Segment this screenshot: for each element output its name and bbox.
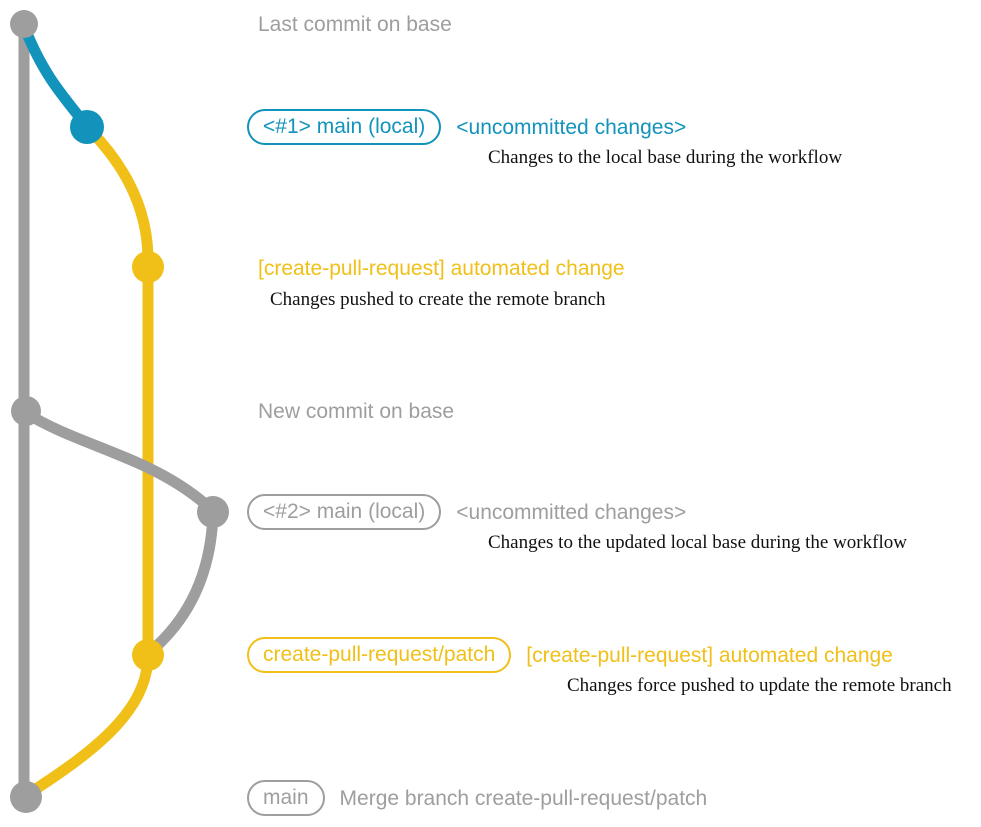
commit-message-new-commit-on-base: New commit on base [258,400,455,423]
local-main-branch-out-line [20,407,218,516]
local-main-branch-merge-line [144,508,219,658]
commit-message-automated-change-1: [create-pull-request] automated change [258,257,625,280]
commit-message-merge: Merge branch create-pull-request/patch [339,786,708,810]
commit-dot-uncommitted-2 [197,496,229,528]
commit-message-automated-change-2: [create-pull-request] automated change [526,643,893,667]
commit-dot-uncommitted-1 [70,110,104,144]
commit-message-uncommitted-2: <uncommitted changes> [456,500,687,524]
commit-message-uncommitted-1: <uncommitted changes> [456,115,687,139]
commit-dot-automated-change-1 [132,251,164,283]
branch-label-main-local-2: <#2> main (local) [247,494,442,531]
commit-dot-automated-change-2 [132,639,164,671]
local-main-branch-blue-line [18,20,92,131]
commit-description-uncommitted-2: Changes to the updated local base during… [488,532,907,553]
commit-description-uncommitted-1: Changes to the local base during the wor… [488,147,843,168]
commit-description-automated-change-1: Changes pushed to create the remote bran… [270,289,606,310]
commit-message-last-commit-on-base: Last commit on base [258,13,452,36]
commit-dot-last-commit-on-base [10,10,38,38]
commit-description-automated-change-2: Changes force pushed to update the remot… [567,675,952,696]
commit-dot-merge [10,781,42,813]
commit-dot-new-commit-on-base [11,396,41,426]
branch-label-create-pull-request-patch: create-pull-request/patch [247,637,512,674]
git-graph [10,10,229,813]
branch-label-main: main [247,780,325,817]
branch-label-main-local-1: <#1> main (local) [247,109,442,146]
